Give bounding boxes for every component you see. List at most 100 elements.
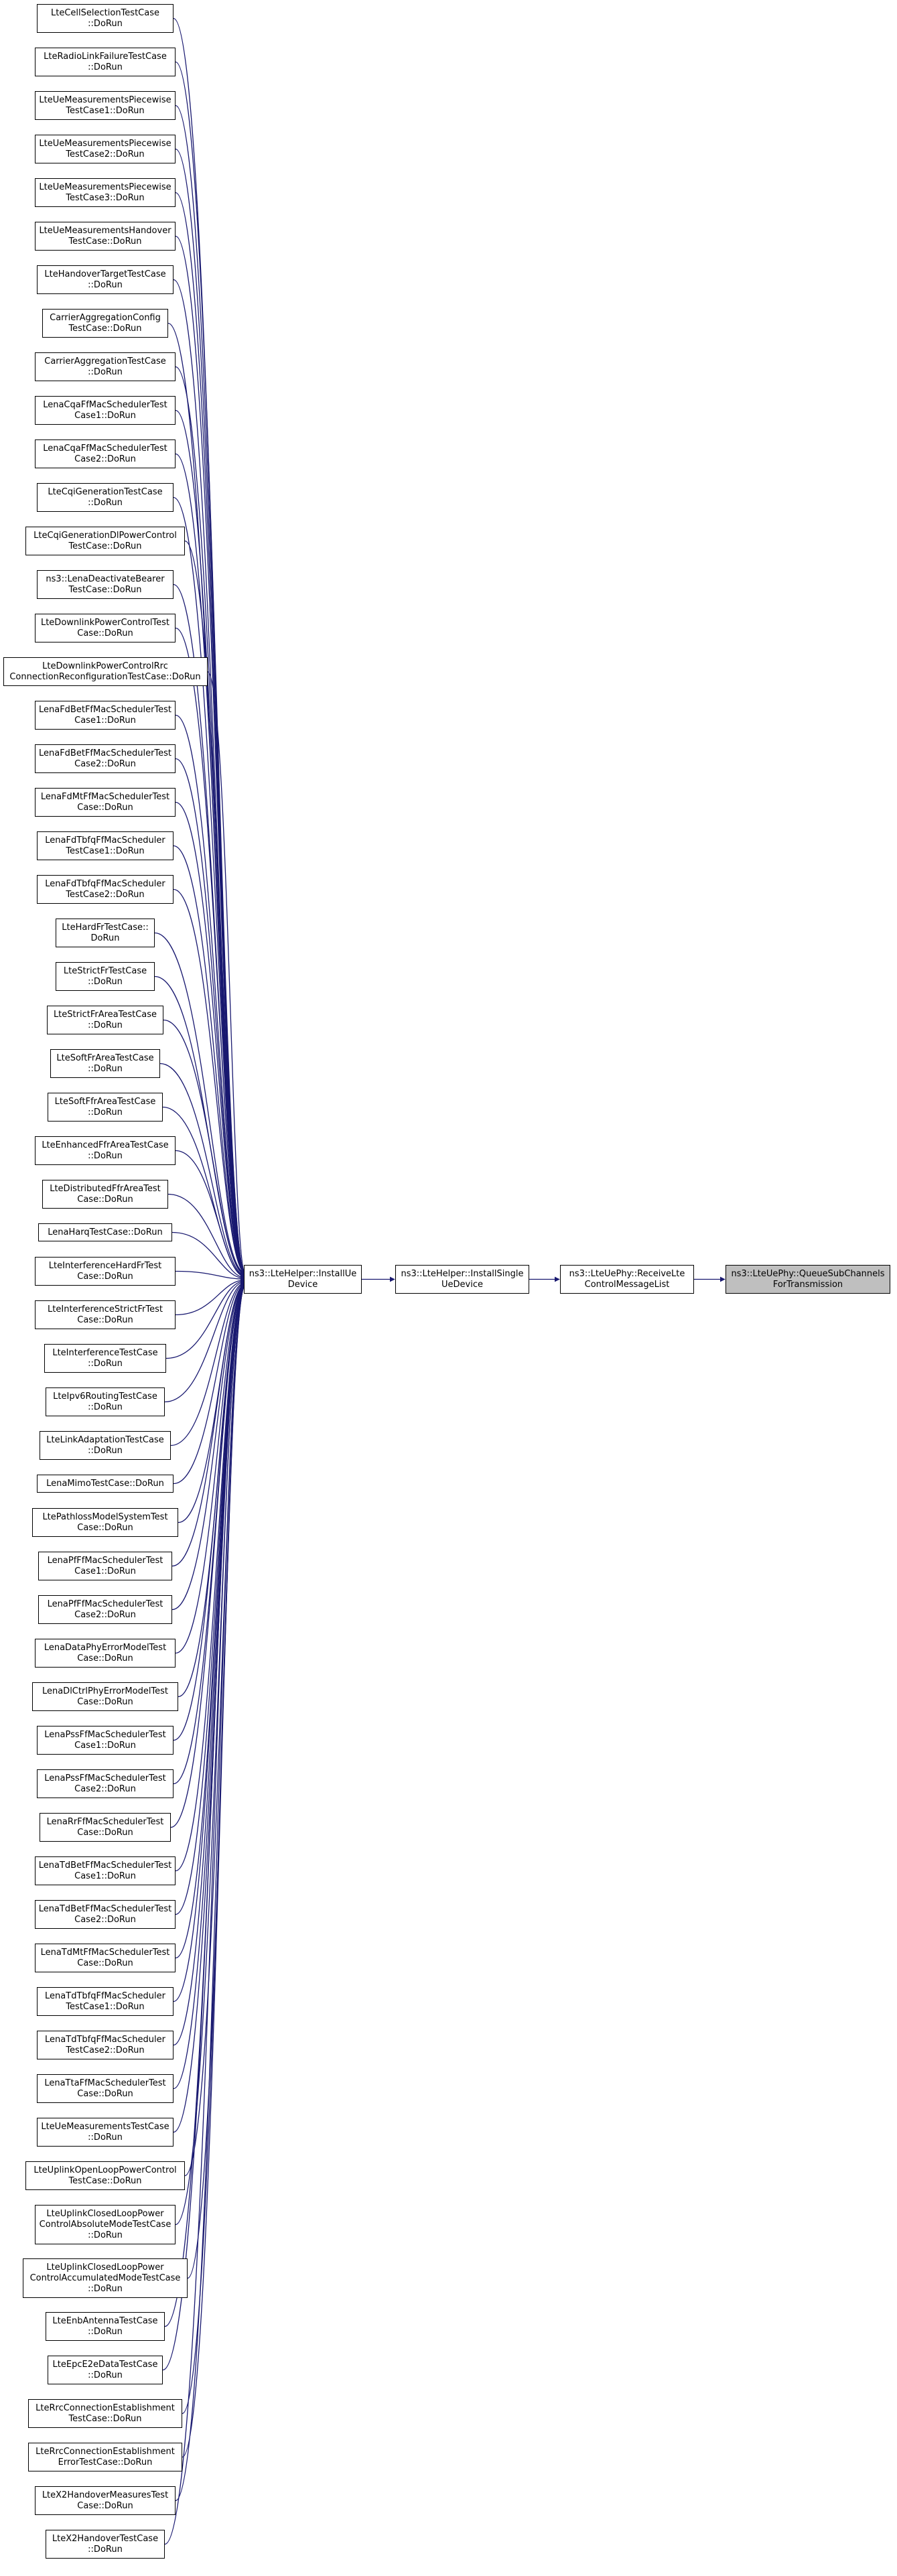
- node-label-line: LenaFdMtFfMacSchedulerTest: [40, 791, 170, 802]
- caller-node-ltesoftfrareatestcase-dorun[interactable]: LteSoftFrAreaTestCase::DoRun: [50, 1049, 160, 1078]
- node-label-line: ns3::LteUePhy::ReceiveLte: [569, 1268, 685, 1279]
- caller-node-lteuemeasurementstestcase-dorun[interactable]: LteUeMeasurementsTestCase::DoRun: [37, 2118, 174, 2147]
- node-label-line: Case1::DoRun: [74, 410, 136, 421]
- node-label-line: LenaTdMtFfMacSchedulerTest: [40, 1947, 170, 1958]
- node-label-line: LenaPssFfMacSchedulerTest: [44, 1729, 166, 1740]
- call-edge: [175, 1277, 246, 1316]
- node-label-line: ns3::LteUePhy::QueueSubChannels: [731, 1268, 885, 1279]
- node-label-line: Case2::DoRun: [74, 1783, 136, 1794]
- caller-node-lteradiolinkfailuretestcase-dorun[interactable]: LteRadioLinkFailureTestCase::DoRun: [35, 48, 176, 76]
- caller-node-ltestrictfrtestcase-dorun[interactable]: LteStrictFrTestCase::DoRun: [56, 962, 155, 991]
- caller-node-lteenhancedffrareatestcase-dorun[interactable]: LteEnhancedFfrAreaTestCase::DoRun: [35, 1136, 176, 1165]
- call-edge: [187, 1283, 246, 2279]
- caller-node-ltex2handovertestcase-dorun[interactable]: LteX2HandoverTestCase::DoRun: [46, 2530, 165, 2559]
- node-label-line: LenaFdBetFfMacSchedulerTest: [38, 748, 172, 758]
- node-label-line: ::DoRun: [88, 2370, 123, 2380]
- node-label-line: LteUeMeasurementsPiecewise: [39, 94, 171, 105]
- node-label-line: LteUplinkOpenLoopPowerControl: [33, 2165, 177, 2175]
- node-label-line: ::DoRun: [88, 2132, 123, 2143]
- node-label-line: Case::DoRun: [77, 1696, 133, 1707]
- node-label-line: LteStrictFrTestCase: [63, 965, 147, 976]
- caller-node-ltehardfrtestcase-dorun[interactable]: LteHardFrTestCase::DoRun: [56, 919, 155, 947]
- node-label-line: ControlAbsoluteModeTestCase: [39, 2219, 171, 2230]
- node-label-line: TestCase::DoRun: [68, 323, 142, 334]
- node-label-line: TestCase1::DoRun: [66, 105, 145, 116]
- node-label-line: Case2::DoRun: [74, 454, 136, 464]
- call-edge: [175, 1283, 246, 2502]
- call-edge: [175, 758, 246, 1276]
- caller-node-lenaharqtestcase-dorun[interactable]: LenaHarqTestCase::DoRun: [38, 1223, 172, 1241]
- node-label-line: ControlAccumulatedModeTestCase: [29, 2273, 181, 2283]
- caller-node-ltehandovertargettestcase-dorun[interactable]: LteHandoverTargetTestCase::DoRun: [37, 265, 174, 294]
- caller-node-ltecellselectiontestcase-dorun[interactable]: LteCellSelectionTestCase::DoRun: [37, 4, 174, 33]
- caller-node-ltecqigenerationtestcase-dorun[interactable]: LteCqiGenerationTestCase::DoRun: [37, 483, 174, 512]
- node-label-line: ::DoRun: [88, 497, 123, 508]
- caller-node-lteepce2edatatestcase-dorun[interactable]: LteEpcE2eDataTestCase::DoRun: [48, 2356, 163, 2384]
- caller-node-lteinterferencetestcase-dorun[interactable]: LteInterferenceTestCase::DoRun: [44, 1344, 166, 1373]
- node-label-line: LteInterferenceHardFrTest: [48, 1260, 162, 1271]
- node-label-line: ::DoRun: [88, 1445, 123, 1456]
- node-label-line: TestCase::DoRun: [68, 2175, 142, 2186]
- caller-node-ltesoftffrareatestcase-dorun[interactable]: LteSoftFfrAreaTestCase::DoRun: [48, 1093, 163, 1122]
- node-label-line: Case::DoRun: [77, 1958, 133, 1968]
- caller-node-ltelinkadaptationtestcase-dorun[interactable]: LteLinkAdaptationTestCase::DoRun: [40, 1431, 171, 1460]
- node-label-line: LteSoftFfrAreaTestCase: [54, 1096, 156, 1107]
- node-label-line: ::DoRun: [88, 976, 123, 987]
- caller-node-lenamimotestcase-dorun[interactable]: LenaMimoTestCase::DoRun: [37, 1475, 174, 1493]
- node-label-line: LteUeMeasurementsPiecewise: [39, 138, 171, 149]
- node-label-line: LteUeMeasurementsTestCase: [41, 2121, 169, 2132]
- node-label-line: ::DoRun: [88, 2544, 123, 2555]
- node-label-line: ::DoRun: [88, 1020, 123, 1030]
- caller-node-ltestrictfrareatestcase-dorun[interactable]: LteStrictFrAreaTestCase::DoRun: [47, 1006, 163, 1034]
- node-label-line: ErrorTestCase::DoRun: [58, 2457, 153, 2467]
- caller-node-lteenbantennatestcase-dorun[interactable]: LteEnbAntennaTestCase::DoRun: [46, 2312, 165, 2341]
- caller-node-carrieraggregationtestcase-dorun[interactable]: CarrierAggregationTestCase::DoRun: [35, 352, 176, 381]
- node-label-line: LenaRrFfMacSchedulerTest: [46, 1816, 164, 1827]
- node-label-line: LteUeMeasurementsHandover: [39, 225, 171, 236]
- caller-node-lteipv6routingtestcase-dorun[interactable]: LteIpv6RoutingTestCase::DoRun: [46, 1387, 165, 1416]
- call-edge: [159, 1063, 246, 1278]
